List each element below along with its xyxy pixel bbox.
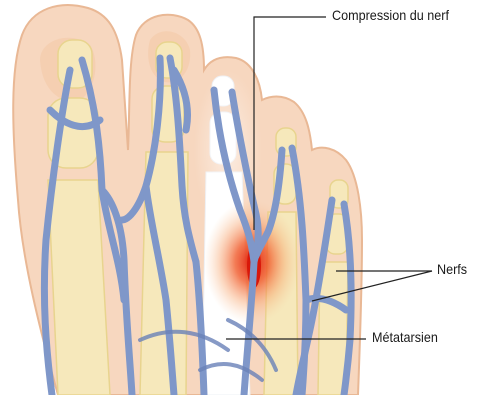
metatarsal-label: Métatarsien xyxy=(372,329,438,345)
compression-label: Compression du nerf xyxy=(332,7,449,23)
nerves-label: Nerfs xyxy=(437,261,467,277)
